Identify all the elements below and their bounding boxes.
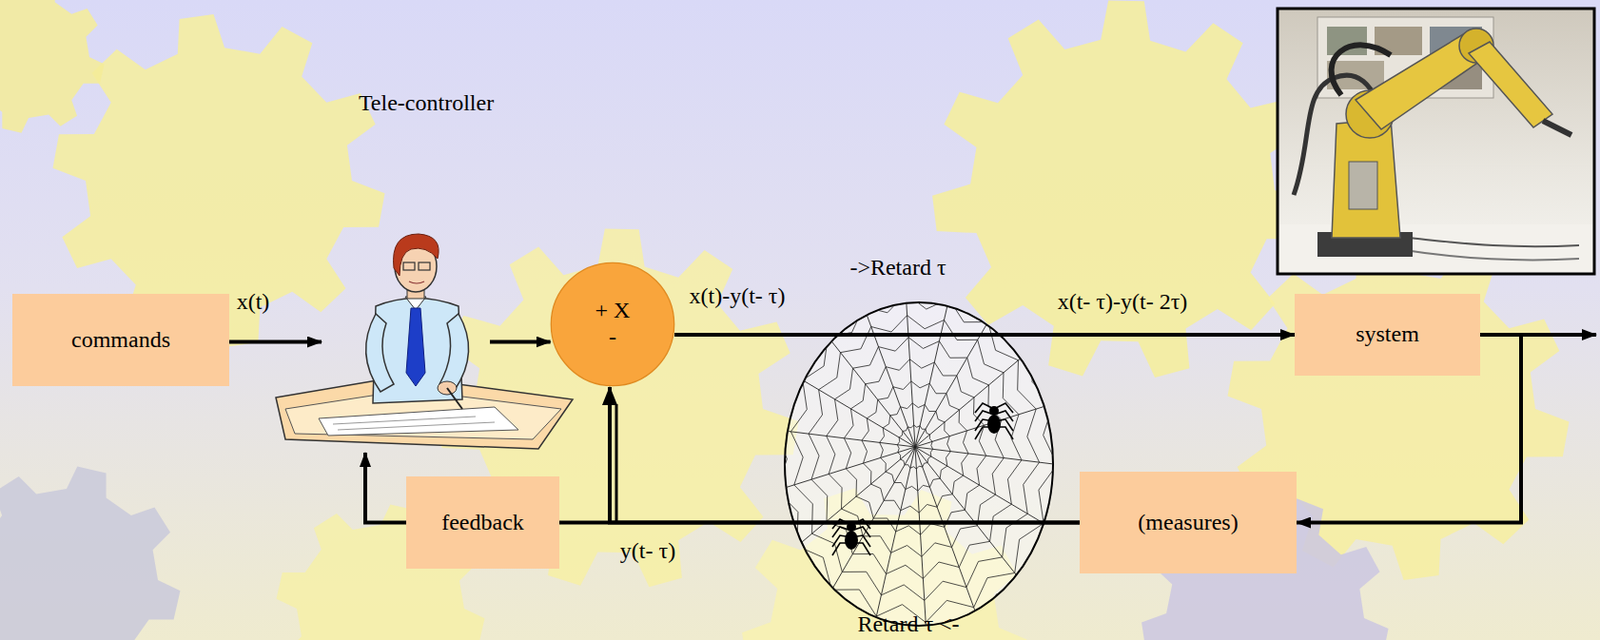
operator-figure (393, 234, 440, 276)
network-web (784, 302, 1054, 626)
summing-junction: + X- (549, 261, 676, 388)
web-thread (747, 348, 916, 448)
web-thread (897, 425, 933, 469)
signal-connector (674, 332, 1295, 337)
double-line (615, 404, 619, 524)
robot-photo (1468, 41, 1553, 128)
signal-arrow (365, 452, 407, 524)
web-thread (737, 227, 1093, 640)
node-label: system (1355, 321, 1420, 349)
web-thread (790, 293, 1039, 602)
signal-arrow (489, 340, 551, 345)
web-thread (864, 447, 916, 640)
web-thread (915, 447, 930, 640)
web-thread (915, 261, 1024, 448)
network-web (832, 403, 1014, 556)
web-thread (773, 272, 1058, 624)
node-label: + X (595, 297, 631, 325)
web-thread (843, 359, 986, 535)
node-label: commands (71, 327, 171, 354)
web-thread (808, 315, 1022, 580)
robot-photo (1279, 224, 1593, 273)
gear-shape (932, 0, 1312, 379)
node-label: (measures) (1137, 509, 1238, 537)
signal-arrow (229, 340, 322, 345)
operator-figure (332, 416, 476, 425)
operator-figure (403, 262, 415, 271)
process-box: system (1294, 293, 1481, 376)
spider-icon (832, 519, 871, 556)
node-label: - (608, 324, 617, 352)
operator-figure (409, 281, 425, 284)
operator-figure (366, 313, 394, 392)
web-thread (861, 381, 969, 513)
web-thread (785, 283, 916, 448)
web-thread (915, 390, 1095, 448)
web-thread (915, 447, 1100, 470)
feedback-box: feedback (406, 476, 560, 569)
spider-icon (975, 403, 1014, 440)
spider-body (844, 530, 859, 550)
signal-label: y(t- τ) (620, 538, 676, 564)
spider-head (989, 406, 999, 416)
operator-figure (337, 422, 495, 430)
measurement-box: (measures) (1079, 471, 1297, 574)
junction-circle (550, 262, 674, 386)
signal-label: x(t- τ)-y(t- 2τ) (1057, 289, 1189, 314)
robot-photo (1542, 120, 1572, 136)
web-thread (755, 249, 1075, 640)
web-thread (879, 403, 952, 491)
operator-figure (439, 313, 469, 391)
robot-photo (1277, 8, 1595, 274)
operator-figure (447, 388, 463, 410)
input-box: commands (12, 293, 230, 387)
delay-label: ->Retard τ (849, 254, 946, 280)
robot-photo (1326, 26, 1367, 56)
web-thread (915, 447, 1045, 611)
operator-figure (318, 407, 519, 436)
signal-label: x(t) (236, 289, 271, 314)
robot-photo (1277, 8, 1595, 274)
robot-photo (1398, 249, 1580, 260)
title-label: Tele-controller (358, 90, 494, 116)
operator-figure (406, 308, 426, 387)
gear-shape (0, 467, 180, 640)
spider-body (987, 414, 1001, 434)
web-thread (915, 447, 1083, 547)
web-thread (806, 447, 916, 633)
delay-label: Retard τ <- (857, 611, 959, 637)
network-web (730, 218, 1100, 640)
operator-figure (418, 262, 430, 271)
web-thread (735, 447, 916, 504)
network-web (730, 218, 1100, 640)
robot-photo (1348, 161, 1378, 210)
robot-photo (1407, 237, 1580, 247)
node-label: feedback (441, 509, 525, 537)
signal-label: x(t)-y(t- τ) (689, 283, 786, 309)
web-thread (730, 424, 916, 448)
signal-connector (609, 387, 1080, 524)
gear-shape (0, 0, 105, 134)
